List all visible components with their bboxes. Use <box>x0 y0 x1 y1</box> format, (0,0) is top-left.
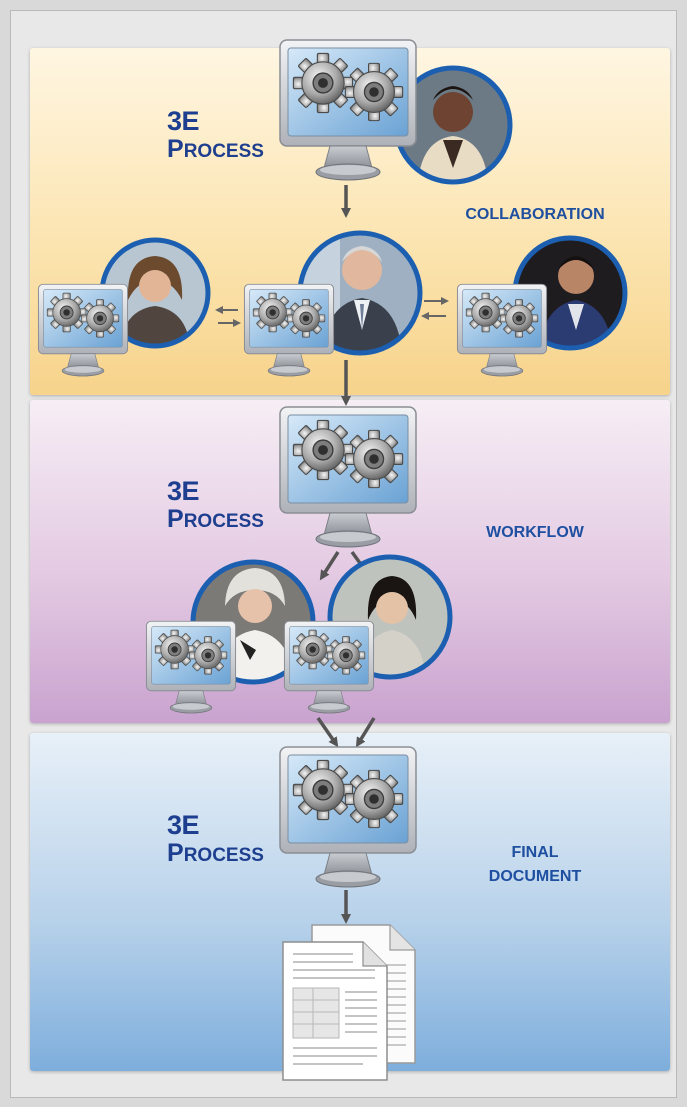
process-title-1: 3E PROCESS <box>167 108 264 162</box>
computer-gears-icon <box>284 621 373 713</box>
final-document-label: FINAL DOCUMENT <box>445 841 625 889</box>
process-title-rest: ROCESS <box>183 141 264 162</box>
computer-gears-icon <box>146 621 235 713</box>
process-title-small: PROCESS <box>167 507 264 532</box>
process-title-initial: P <box>167 839 184 867</box>
process-title-big: 3E <box>167 476 200 506</box>
final-document-label-line2: DOCUMENT <box>488 868 582 885</box>
collaboration-label: COLLABORATION <box>465 206 605 223</box>
process-title-2: 3E PROCESS <box>167 478 264 532</box>
process-title-big: 3E <box>167 810 200 840</box>
computer-gears-icon <box>38 284 127 376</box>
computer-gears-icon <box>280 407 416 547</box>
process-title-small: PROCESS <box>167 841 264 866</box>
process-title-initial: P <box>167 135 184 163</box>
final-document-label-line1: FINAL <box>511 844 559 861</box>
process-title-rest: ROCESS <box>183 845 264 866</box>
computer-gears-icon <box>280 747 416 887</box>
computer-gears-icon <box>244 284 333 376</box>
process-title-big: 3E <box>167 106 200 136</box>
arrow-icon <box>215 297 449 327</box>
arrow-icon <box>316 717 376 748</box>
computer-gears-icon <box>280 40 416 180</box>
workflow-label: WORKFLOW <box>486 524 584 541</box>
computer-gears-icon <box>457 284 546 376</box>
process-title-initial: P <box>167 505 184 533</box>
process-title-3: 3E PROCESS <box>167 812 264 866</box>
process-title-rest: ROCESS <box>183 511 264 532</box>
document-icon <box>282 924 416 1081</box>
process-title-small: PROCESS <box>167 137 264 162</box>
